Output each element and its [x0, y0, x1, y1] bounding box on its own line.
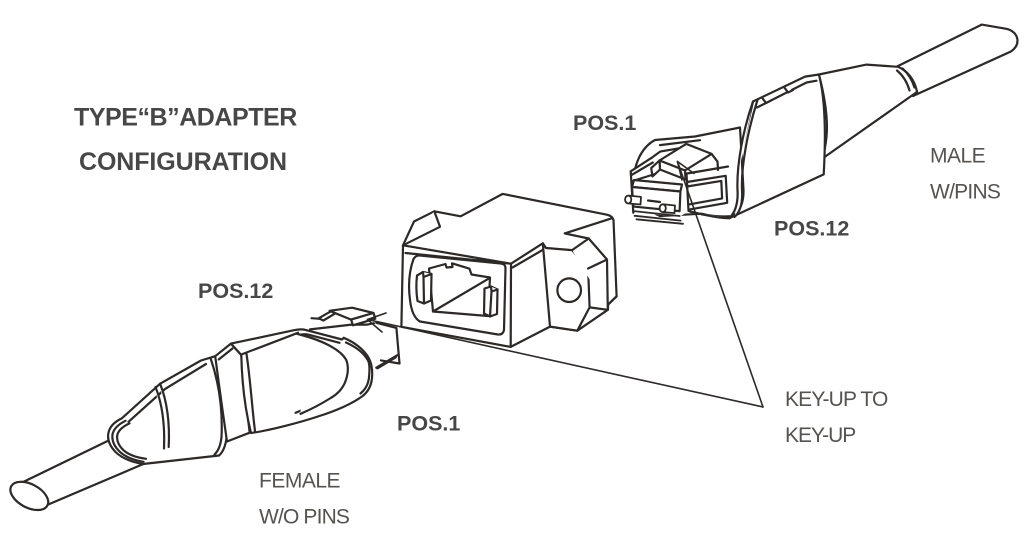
svg-text:W/O PINS: W/O PINS: [259, 506, 350, 529]
svg-text:KEY-UP TO: KEY-UP TO: [785, 388, 888, 411]
svg-text:POS.12: POS.12: [774, 216, 849, 240]
svg-text:POS.12: POS.12: [198, 279, 273, 303]
svg-text:W/PINS: W/PINS: [930, 181, 1001, 204]
svg-text:POS.1: POS.1: [573, 111, 636, 135]
svg-text:CONFIGURATION: CONFIGURATION: [79, 148, 287, 176]
svg-text:POS.1: POS.1: [397, 412, 460, 436]
svg-text:TYPE“B”ADAPTER: TYPE“B”ADAPTER: [74, 104, 297, 132]
svg-text:FEMALE: FEMALE: [259, 469, 341, 492]
svg-text:MALE: MALE: [930, 144, 986, 167]
svg-text:KEY-UP: KEY-UP: [785, 424, 855, 447]
